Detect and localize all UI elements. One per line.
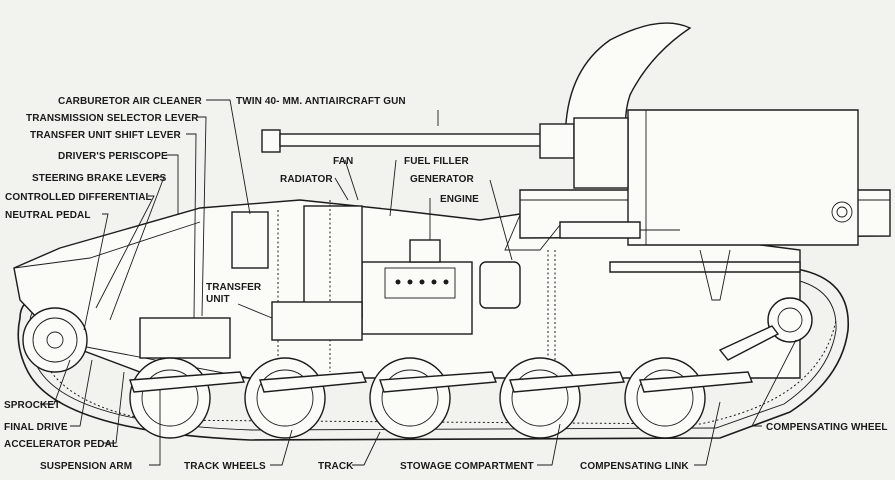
label-radiator: RADIATOR (280, 174, 333, 185)
label-compensating-wheel: COMPENSATING WHEEL (766, 422, 888, 433)
label-steering-brake-levers: STEERING BRAKE LEVERS (32, 173, 167, 184)
label-drivers-periscope: DRIVER'S PERISCOPE (58, 151, 168, 162)
label-carburetor-air-cleaner: CARBURETOR AIR CLEANER (58, 96, 203, 107)
engine-assembly (139, 200, 521, 372)
label-fuel-filler: FUEL FILLER (404, 156, 469, 167)
label-track: TRACK (318, 461, 354, 472)
labels: CARBURETOR AIR CLEANER TRANSMISSION SELE… (4, 96, 888, 472)
label-transfer-unit-line2: UNIT (206, 294, 230, 305)
label-fan: FAN (333, 156, 353, 167)
gun-mount (504, 22, 891, 301)
label-compensating-link: COMPENSATING LINK (580, 461, 689, 472)
label-track-wheels: TRACK WHEELS (184, 461, 266, 472)
label-engine: ENGINE (440, 194, 479, 205)
label-twin-40mm-gun: TWIN 40- MM. ANTIAIRCRAFT GUN (236, 96, 406, 107)
compensating-wheel (718, 297, 813, 361)
gun-barrel (261, 117, 629, 189)
label-transfer-unit-line1: TRANSFER (206, 282, 262, 293)
label-accelerator-pedal: ACCELERATOR PEDAL (4, 439, 118, 450)
sprocket (22, 307, 88, 373)
label-final-drive: FINAL DRIVE (4, 422, 68, 433)
label-neutral-pedal: NEUTRAL PEDAL (5, 210, 91, 221)
label-suspension-arm: SUSPENSION ARM (40, 461, 132, 472)
label-transmission-selector-lever: TRANSMISSION SELECTOR LEVER (26, 113, 199, 124)
label-transfer-unit-shift-lever: TRANSFER UNIT SHIFT LEVER (30, 130, 182, 141)
label-generator: GENERATOR (410, 174, 475, 185)
label-sprocket: SPROCKET (4, 400, 60, 411)
suspension-arms (129, 371, 753, 393)
label-controlled-differential: CONTROLLED DIFFERENTIAL (5, 192, 152, 203)
leader-lines (40, 99, 797, 466)
label-stowage-compartment: STOWAGE COMPARTMENT (400, 461, 534, 472)
